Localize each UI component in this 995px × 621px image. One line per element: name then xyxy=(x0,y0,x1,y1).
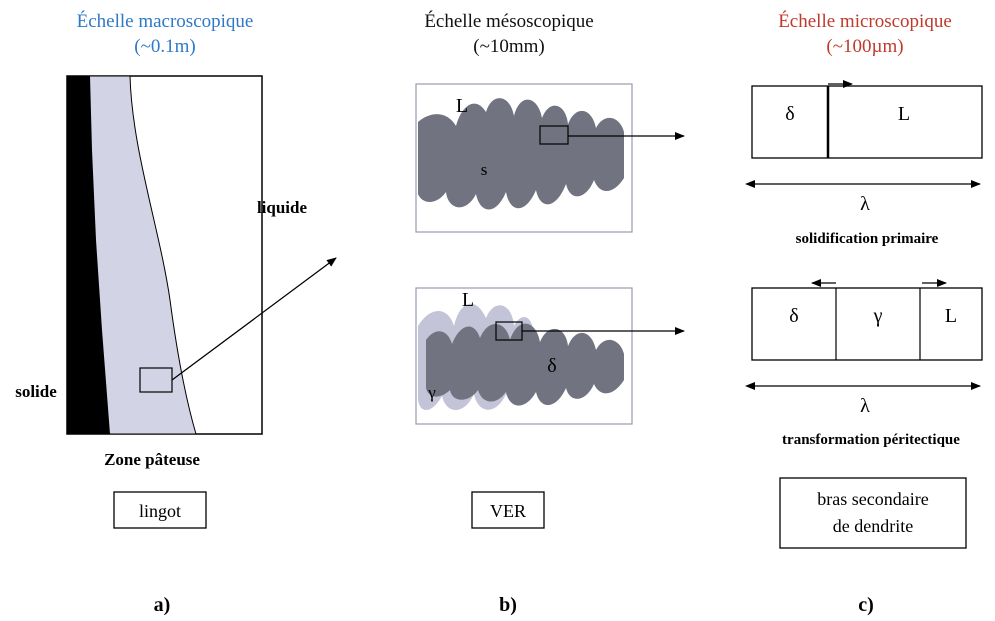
meso-bottom-figure: L γ δ xyxy=(415,287,685,425)
solid-zone xyxy=(67,76,110,434)
mushy-zone-label: Zone pâteuse xyxy=(104,450,200,469)
meso-top-sample-square xyxy=(539,125,569,145)
panel-label-a: a) xyxy=(154,594,171,616)
micro-bottom-caption: transformation péritectique xyxy=(782,432,960,448)
macro-title-line2: (~0.1m) xyxy=(134,36,195,57)
dendrite-arm-box-line2: de dendrite xyxy=(833,516,913,536)
dendrite-arm-box-frame xyxy=(779,477,967,549)
micro-bottom-figure: δ γ L λ transformation péritectique xyxy=(745,279,983,448)
micro-top-caption: solidification primaire xyxy=(796,231,939,247)
micro-bottom-frame xyxy=(751,287,983,361)
dendrite-top xyxy=(418,98,624,210)
dendrite-arm-box-line1: bras secondaire xyxy=(817,489,928,509)
micro-bottom-lambda-label: λ xyxy=(860,395,870,417)
meso-top-s-label: s xyxy=(481,160,488,179)
meso-bottom-gamma-label: γ xyxy=(427,383,436,402)
meso-title: Échelle mésoscopique (~10mm) xyxy=(424,10,593,57)
micro-bottom-delta-label: δ xyxy=(789,305,798,327)
ingot-figure: liquide solide Zone pâteuse xyxy=(15,75,337,469)
meso-title-line1: Échelle mésoscopique xyxy=(424,10,593,32)
micro-top-delta-label: δ xyxy=(785,103,794,125)
panel-label-c: c) xyxy=(858,594,874,616)
ingot-zoom-arrow xyxy=(171,257,337,381)
solid-label: solide xyxy=(15,382,57,401)
macro-title: Échelle macroscopique (~0.1m) xyxy=(77,10,254,57)
ingot-box: lingot xyxy=(113,491,207,529)
ver-box: VER xyxy=(471,491,545,529)
macro-title-line1: Échelle macroscopique xyxy=(77,10,254,32)
meso-title-line2: (~10mm) xyxy=(473,36,545,57)
dendrite-bottom xyxy=(426,323,624,406)
micro-title-line1: Échelle microscopique xyxy=(778,10,952,32)
ingot-box-label: lingot xyxy=(139,501,181,521)
micro-top-frame xyxy=(751,85,983,159)
micro-title: Échelle microscopique (~100µm) xyxy=(778,10,952,57)
micro-title-line2: (~100µm) xyxy=(826,36,903,57)
micro-top-L-label: L xyxy=(898,103,910,125)
dendrite-arm-box: bras secondaire de dendrite xyxy=(779,477,967,549)
ver-box-label: VER xyxy=(490,501,526,521)
meso-top-figure: L s xyxy=(415,83,685,233)
ver-box-frame xyxy=(471,491,545,529)
micro-top-lambda-label: λ xyxy=(860,193,870,215)
micro-top-figure: δ L λ solidification primaire xyxy=(745,80,983,247)
meso-top-L-label: L xyxy=(456,95,468,117)
ingot-box-frame xyxy=(113,491,207,529)
micro-bottom-gamma-label: γ xyxy=(873,305,883,327)
micro-bottom-L-label: L xyxy=(945,305,957,327)
meso-bottom-delta-label: δ xyxy=(547,355,556,377)
panel-label-b: b) xyxy=(499,594,517,616)
meso-bottom-L-label: L xyxy=(462,289,474,311)
liquid-label: liquide xyxy=(257,198,308,217)
